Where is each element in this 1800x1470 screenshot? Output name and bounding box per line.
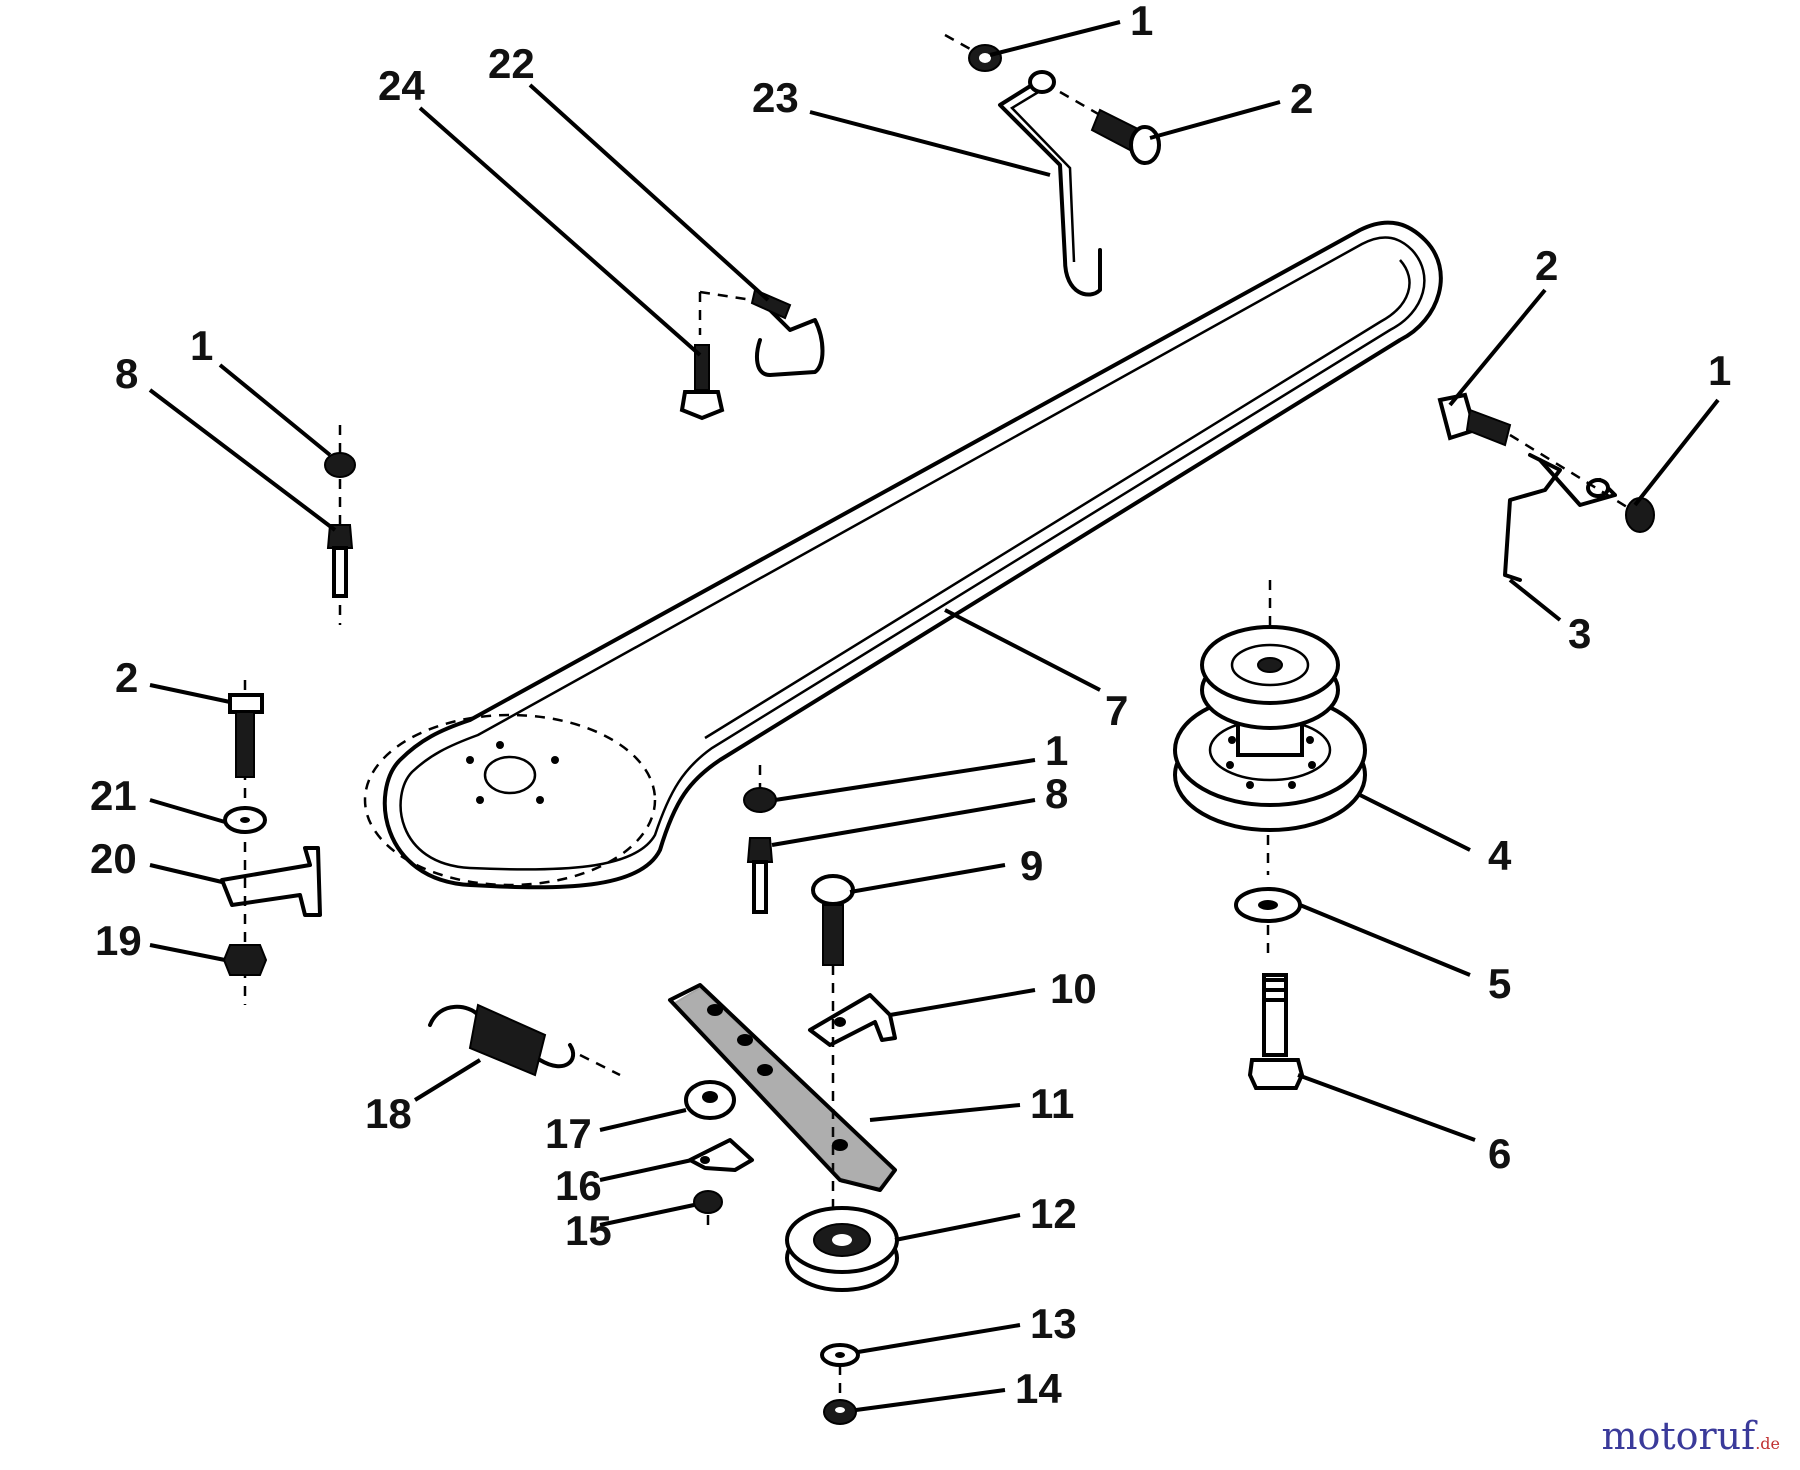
callout-1-top: 1	[1130, 0, 1153, 44]
washer-part-21	[223, 806, 267, 834]
drive-pulley-part-4	[1173, 580, 1367, 832]
nut-part-19	[222, 944, 268, 976]
callout-24: 24	[378, 62, 425, 109]
callout-3: 3	[1568, 610, 1591, 657]
bracket-part-10	[808, 993, 897, 1047]
callout-21: 21	[90, 772, 137, 819]
callout-1-right: 1	[1708, 347, 1731, 394]
bracket-part-22	[698, 288, 825, 377]
stud-part-8-center	[743, 765, 777, 914]
callout-20: 20	[90, 835, 137, 882]
bracket-part-23	[944, 33, 1102, 297]
nut-part-1-right	[1625, 497, 1655, 533]
callout-17: 17	[545, 1110, 592, 1157]
leader-lines	[148, 20, 1720, 1412]
bracket-part-20	[220, 846, 322, 917]
nut-part-1-top	[968, 44, 1002, 72]
callout-13: 13	[1030, 1300, 1077, 1347]
callout-2-top: 2	[1290, 75, 1313, 122]
callout-18: 18	[365, 1090, 412, 1137]
bolt-part-24	[679, 344, 725, 421]
washer-part-17	[684, 1080, 736, 1120]
clip-part-16	[688, 1138, 754, 1172]
idler-pulley-part-12	[785, 1206, 899, 1292]
callout-14: 14	[1015, 1365, 1062, 1412]
stud-part-8-left	[324, 425, 356, 625]
bolt-part-2-top	[1090, 108, 1161, 165]
watermark-logo: motoruf.de	[1601, 1414, 1780, 1458]
nut-part-14	[823, 1399, 857, 1425]
callout-19: 19	[95, 917, 142, 964]
watermark-tld: .de	[1755, 1434, 1780, 1453]
callout-16: 16	[555, 1162, 602, 1209]
callout-23: 23	[752, 74, 799, 121]
callout-labels: 1 2 23 24 22 1 8 2 1 3 7 4 5 6 2 21 20 1…	[90, 0, 1731, 1412]
callout-1-center: 1	[1045, 727, 1068, 774]
callout-11: 11	[1030, 1080, 1074, 1127]
bracket-part-3	[1503, 453, 1617, 582]
callout-9: 9	[1020, 842, 1043, 889]
callout-1-left: 1	[190, 322, 213, 369]
callout-12: 12	[1030, 1190, 1077, 1237]
callout-2-right: 2	[1535, 242, 1558, 289]
bolt-part-2-right	[1437, 392, 1641, 517]
callout-7: 7	[1105, 687, 1128, 734]
belt-part-7	[363, 220, 1443, 890]
spring-part-18	[428, 1003, 621, 1077]
callout-2-left: 2	[115, 654, 138, 701]
bolt-part-6	[1247, 973, 1305, 1090]
callout-8-center: 8	[1045, 770, 1068, 817]
callout-15: 15	[565, 1207, 612, 1254]
callout-6: 6	[1488, 1130, 1511, 1177]
nut-part-15	[693, 1190, 723, 1230]
callout-8-left: 8	[115, 350, 138, 397]
callout-22: 22	[488, 40, 535, 87]
callout-5: 5	[1488, 960, 1511, 1007]
callout-4: 4	[1488, 832, 1512, 879]
callout-10: 10	[1050, 965, 1097, 1012]
idler-arm-part-11	[668, 983, 897, 1192]
watermark-brand: motoruf	[1601, 1414, 1756, 1458]
washer-part-5	[1234, 835, 1302, 960]
washer-part-13	[820, 1343, 860, 1395]
